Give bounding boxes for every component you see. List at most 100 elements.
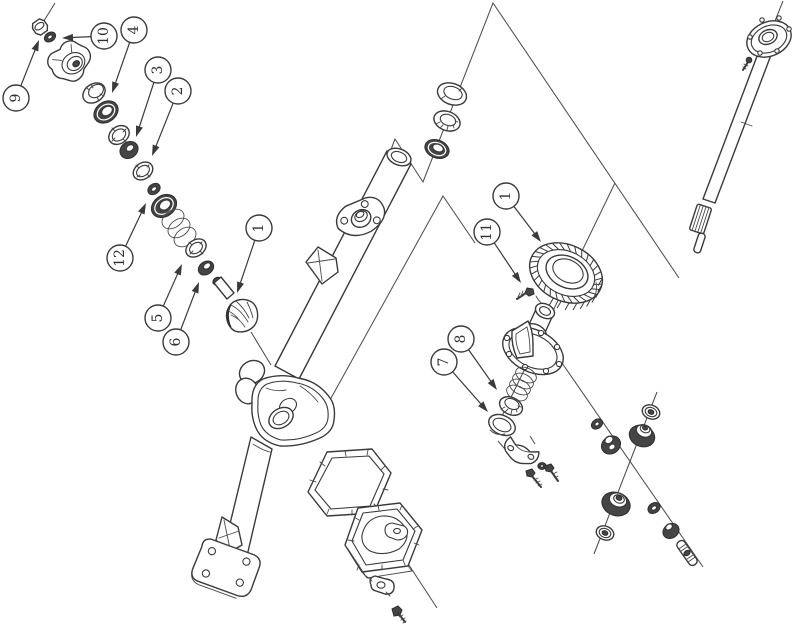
differential-cover [344,502,423,579]
callout-arrowhead [174,264,182,276]
callout-8: 8 [447,325,497,390]
callout-arrowhead [191,282,199,294]
axle-shaft [689,15,792,254]
ring-gear-bolt [516,287,535,300]
callout-number: 8 [453,335,469,344]
callout-balloon [447,325,475,353]
callout-arrowhead [62,33,74,42]
pinion-washer [43,31,57,43]
callout-arrowhead [31,40,39,52]
ring-gear [529,242,603,311]
callout-leader-line [468,349,493,384]
callout-balloon [144,304,172,332]
callout-leader-line [137,82,155,130]
pinion-seal [93,100,119,124]
axle-shaft-tip [693,232,706,254]
cover-bolt [391,605,407,624]
thrust-washer-upper [641,404,661,420]
callout-balloon [90,22,118,50]
wheel-bearing-race [436,82,468,106]
callout-1: 1 [492,182,541,242]
cross-pin-shaft [676,539,698,567]
callout-balloon [245,214,273,242]
callout-arrowhead [487,378,497,390]
pinion-slinger-washer [108,124,130,146]
callout-number: 2 [170,87,186,96]
callout-number: 1 [498,192,514,201]
callout-arrowhead [531,231,541,242]
callout-leader-line [513,205,537,236]
callout-balloon [492,182,520,210]
callout-balloon [473,218,501,246]
callout-arrowhead [112,81,120,93]
callout-7: 7 [430,348,488,412]
callout-balloon [2,84,30,112]
alignment-lines [41,0,784,609]
callout-number: 10 [96,27,112,45]
bearing-cap [504,436,540,465]
callout-5: 5 [144,264,182,332]
callout-number: 7 [436,358,452,367]
axle-housing [191,147,412,599]
callout-balloon [106,244,134,272]
callout-4: 4 [112,16,148,93]
pinion-nut [31,18,49,36]
pinion-gear-shaft [212,276,259,333]
callout-leader-line [125,209,144,247]
callout-arrowhead [138,203,146,215]
cover-gasket [307,448,392,517]
callout-leader-line [238,240,256,286]
callout-arrowhead [237,281,244,293]
callout-arrowhead [511,271,521,283]
housing-center-section [235,359,336,447]
callout-number: 1 [251,224,267,233]
side-gear-lower [601,491,631,517]
callout-leader-line [180,289,197,331]
callout-arrowhead [478,401,488,412]
callout-balloon [120,16,148,44]
callout-6: 6 [162,282,199,356]
callout-arrowhead [152,144,160,156]
carrier-bearing-race [488,413,516,437]
pinion-bearing-washer [185,238,207,258]
differential-carrier [502,302,564,376]
carrier-bearing [498,396,524,416]
callout-3: 3 [136,56,172,137]
callout-number: 6 [168,337,184,346]
pinion-small-gear [119,140,139,160]
callout-balloon [430,348,458,376]
callout-leader-line [162,271,180,307]
cap-bolt-left [525,468,543,488]
callout-number: 5 [150,314,166,323]
callout-2: 2 [152,77,192,156]
side-gear-upper [628,424,656,448]
housing-upper-flange-pad [335,196,386,237]
callout-number: 3 [150,66,166,75]
axle-shaft-splines [689,203,712,235]
spider-gear-upper [600,435,622,455]
pinion-yoke-flange [47,40,92,82]
callout-leader-line [452,371,484,407]
axle-flange [746,15,792,58]
spider-washer-upper [590,418,604,430]
callout-balloon [164,77,192,105]
cap-bolt-right [544,463,559,482]
wheel-seal [424,138,450,160]
callout-number: 4 [126,25,142,34]
callout-balloon [144,56,172,84]
housing-end-flange [191,538,261,599]
cover-clamp [365,575,395,597]
callout-leader-line [69,36,92,39]
housing-bracket [305,246,339,285]
callout-number: 11 [479,223,495,241]
callout-12: 12 [106,203,146,272]
wheel-stud [742,56,753,71]
callout-11: 11 [473,218,521,283]
callout-leader-line [154,102,174,149]
callout-arrowhead [136,125,143,137]
ring-gear-teeth [529,242,603,311]
callout-leader-line [114,42,131,86]
